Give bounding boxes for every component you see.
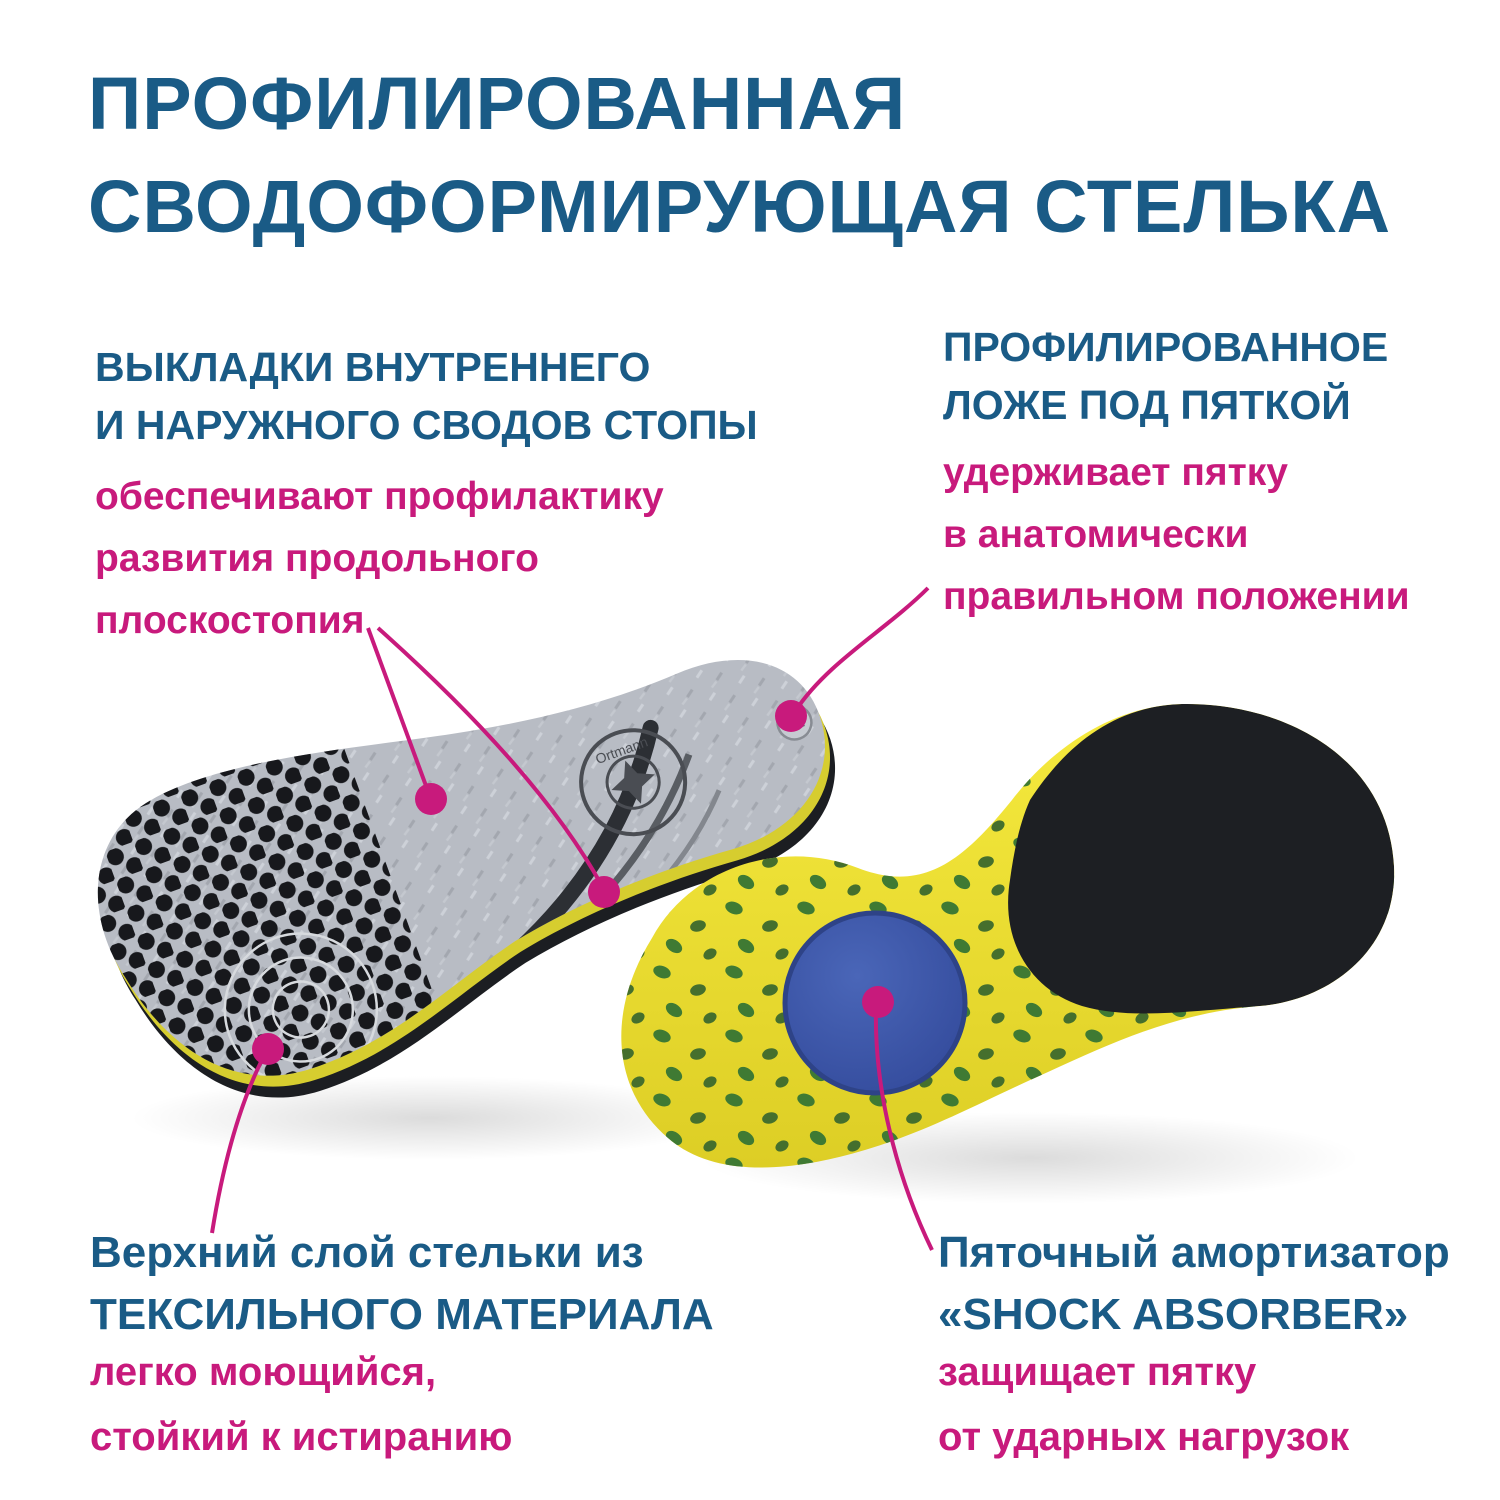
callout-shock-desc: защищает пятку от ударных нагрузок <box>938 1340 1349 1470</box>
callout-arch-title-line-2: И НАРУЖНОГО СВОДОВ СТОПЫ <box>95 402 758 448</box>
callout-shock-desc-line-1: защищает пятку <box>938 1350 1257 1394</box>
toe-cap <box>1008 703 1395 1014</box>
callout-textile-title-line-1: Верхний слой стельки из <box>90 1228 644 1277</box>
callout-arch-desc: обеспечивают профилактику развития продо… <box>95 466 664 652</box>
callout-arch-desc-line-2: развития продольного <box>95 537 539 580</box>
callout-dot-textile <box>252 1033 284 1065</box>
callout-heel-title-line-2: ЛОЖЕ ПОД ПЯТКОЙ <box>943 382 1351 428</box>
callout-shock-title: Пяточный амортизатор «SHOCK ABSORBER» <box>938 1222 1450 1346</box>
callout-shock-title-line-2: «SHOCK ABSORBER» <box>938 1290 1409 1339</box>
connector-heel-bed <box>794 586 930 712</box>
callout-arch-title-line-1: ВЫКЛАДКИ ВНУТРЕННЕГО <box>95 344 651 390</box>
callout-arch-desc-line-3: плоскостопия <box>95 599 365 642</box>
callout-dot-arch-outer <box>588 876 620 908</box>
callout-textile-title: Верхний слой стельки из ТЕКСИЛЬНОГО МАТЕ… <box>90 1222 714 1346</box>
callout-textile-desc: легко моющийся, стойкий к истиранию <box>90 1340 512 1470</box>
connector-arch-outer <box>376 626 604 887</box>
callout-shock-title-line-1: Пяточный амортизатор <box>938 1228 1450 1277</box>
callout-heel-title-line-1: ПРОФИЛИРОВАННОЕ <box>943 324 1389 370</box>
callout-dot-shock <box>862 986 894 1018</box>
callout-heel-desc-line-2: в анатомически <box>943 513 1249 556</box>
callout-arch-title: ВЫКЛАДКИ ВНУТРЕННЕГО И НАРУЖНОГО СВОДОВ … <box>95 338 758 454</box>
page-title-line-2: СВОДОФОРМИРУЮЩАЯ СТЕЛЬКА <box>88 165 1392 248</box>
callout-dot-arch-inner <box>415 783 447 815</box>
callout-heel-desc: удерживает пятку в анатомически правильн… <box>943 442 1410 628</box>
callout-textile-desc-line-1: легко моющийся, <box>90 1350 437 1394</box>
callout-dots <box>252 700 894 1065</box>
callout-dot-heel-bed <box>775 700 807 732</box>
callout-heel-title: ПРОФИЛИРОВАННОЕ ЛОЖЕ ПОД ПЯТКОЙ <box>943 318 1388 434</box>
callout-connectors <box>210 586 934 1251</box>
page-title: ПРОФИЛИРОВАННАЯ СВОДОФОРМИРУЮЩАЯ СТЕЛЬКА <box>88 52 1391 258</box>
callout-shock-desc-line-2: от ударных нагрузок <box>938 1415 1350 1459</box>
connector-shock <box>873 1007 934 1251</box>
callout-arch-desc-line-1: обеспечивают профилактику <box>95 475 664 518</box>
connector-arch-inner <box>366 627 431 795</box>
callout-textile-title-line-2: ТЕКСИЛЬНОГО МАТЕРИАЛА <box>90 1290 714 1339</box>
callout-textile-desc-line-2: стойкий к истиранию <box>90 1415 513 1459</box>
callout-heel-desc-line-1: удерживает пятку <box>943 451 1288 494</box>
connector-textile <box>210 1053 267 1234</box>
page-title-line-1: ПРОФИЛИРОВАННАЯ <box>88 62 907 145</box>
callout-heel-desc-line-3: правильном положении <box>943 575 1410 618</box>
